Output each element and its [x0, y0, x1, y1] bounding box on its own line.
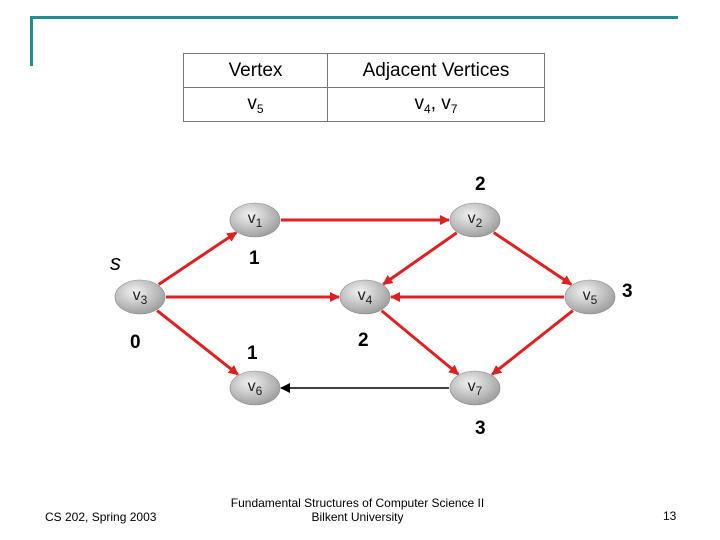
footer-title: Fundamental Structures of Computer Scien…: [230, 496, 485, 524]
node-label-v4: v4: [358, 287, 373, 307]
frame-top-line: [30, 16, 678, 19]
edge-v2-v4: [382, 231, 458, 286]
row-adj-sep: ,: [430, 93, 442, 114]
node-label-v7: v7: [468, 378, 483, 398]
node-label-base: v: [247, 378, 256, 395]
node-v6: [229, 370, 281, 406]
node-label-sub: 1: [255, 216, 263, 230]
table-header-row: Vertex Adjacent Vertices: [183, 53, 545, 88]
footer-title-line1: Fundamental Structures of Computer Scien…: [230, 496, 485, 510]
row-adj-b-base: v: [441, 93, 451, 114]
node-label-base: v: [467, 378, 476, 395]
dist-v7: 3: [475, 418, 486, 439]
node-label-sub: 4: [365, 293, 373, 307]
node-v5: [564, 279, 616, 315]
footer-course: CS 202, Spring 2003: [45, 510, 157, 524]
node-label-v6: v6: [248, 378, 263, 398]
node-label-base: v: [247, 210, 256, 227]
row-vertex-base: v: [247, 93, 257, 114]
dist-v5: 3: [622, 281, 633, 302]
node-label-sub: 3: [140, 293, 148, 307]
header-adjacent: Adjacent Vertices: [327, 53, 545, 88]
node-label-sub: 5: [590, 293, 598, 307]
node-label-v1: v1: [248, 210, 263, 230]
source-label: s: [110, 250, 121, 275]
node-label-base: v: [357, 287, 366, 304]
node-v2: [449, 202, 501, 238]
node-v7: [449, 370, 501, 406]
node-label-sub: 6: [255, 384, 263, 398]
row-adj-b-sub: 7: [450, 102, 458, 116]
row-adj-a-sub: 4: [424, 102, 431, 116]
node-v3: [114, 279, 166, 315]
row-adj-a-base: v: [414, 93, 425, 114]
edge-v3-v6: [156, 309, 239, 376]
edge-v2-v5: [492, 231, 573, 286]
node-label-sub: 7: [475, 384, 483, 398]
node-label-v2: v2: [468, 210, 483, 230]
edge-v5-v7: [491, 309, 574, 376]
node-v4: [339, 279, 391, 315]
node-label-sub: 2: [475, 216, 483, 230]
row-vertex: v5: [183, 87, 328, 122]
dist-v4: 2: [358, 330, 369, 351]
edge-v4-v7: [380, 309, 460, 376]
dist-v6: 1: [247, 343, 258, 364]
table-row: v5 v4, v7: [183, 87, 545, 122]
edge-v3-v1: [157, 231, 238, 286]
node-label-base: v: [467, 210, 476, 227]
header-vertex: Vertex: [183, 53, 328, 88]
node-v1: [229, 202, 281, 238]
adjacency-table: Vertex Adjacent Vertices v5 v4, v7: [183, 53, 545, 122]
row-adjacent: v4, v7: [327, 87, 545, 122]
dist-v2: 2: [475, 174, 486, 195]
node-label-base: v: [132, 287, 141, 304]
dist-v1: 1: [249, 248, 260, 269]
node-label-v5: v5: [583, 287, 598, 307]
node-label-v3: v3: [133, 287, 148, 307]
frame-left-line: [30, 16, 33, 66]
dist-v3: 0: [130, 332, 141, 353]
page-number: 13: [663, 509, 677, 523]
footer-title-line2: Bilkent University: [311, 510, 404, 524]
row-vertex-sub: 5: [256, 102, 264, 116]
node-label-base: v: [582, 287, 591, 304]
